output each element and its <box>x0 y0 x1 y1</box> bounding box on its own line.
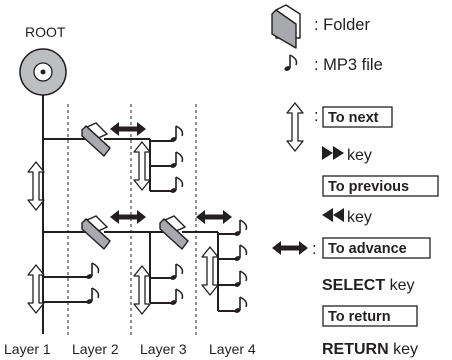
legend-music-note-icon <box>282 54 298 73</box>
to-advance-box <box>322 237 431 259</box>
music-note-icon <box>84 287 100 306</box>
double-vertical-arrow-icon <box>27 161 45 211</box>
to-previous-box <box>322 175 439 197</box>
legend-colon: : <box>314 107 319 125</box>
to-return-label: To return <box>328 309 391 325</box>
music-note-icon <box>168 176 184 195</box>
double-vertical-arrow-icon <box>133 141 151 191</box>
tree-lines <box>42 95 236 334</box>
return-key-text: RETURN key <box>322 341 418 358</box>
music-note-icon <box>232 244 248 263</box>
music-note-icon <box>232 270 248 289</box>
select-key-text: SELECT key <box>322 277 414 294</box>
layer-label: Layer 1 <box>4 341 51 357</box>
legend-folder-icon <box>271 4 301 49</box>
fast-forward-icon <box>322 146 344 160</box>
to-previous-label: To previous <box>328 179 409 195</box>
double-horizontal-arrow-icon <box>110 122 146 136</box>
music-note-icon <box>84 262 100 281</box>
rewind-icon <box>322 208 344 222</box>
layer-label: Layer 3 <box>140 341 187 357</box>
music-note-icon <box>168 288 184 307</box>
music-note-icon <box>168 263 184 282</box>
music-note-icon <box>232 219 248 238</box>
layer-separators <box>67 104 197 338</box>
music-note-icon <box>168 125 184 144</box>
next-key-text: key <box>347 147 372 164</box>
legend-double-vertical-arrow-icon <box>286 102 304 152</box>
double-horizontal-arrow-icon <box>110 210 146 224</box>
legend-colon: : <box>312 240 317 258</box>
music-note-icon <box>232 296 248 315</box>
layer-label: Layer 4 <box>209 341 256 357</box>
to-next-label: To next <box>328 110 379 126</box>
legend-double-horizontal-arrow-icon <box>272 241 308 255</box>
disc-icon <box>19 48 67 96</box>
double-vertical-arrow-icon <box>201 246 219 296</box>
legend-folder-text: : Folder <box>314 16 370 34</box>
double-horizontal-arrow-icon <box>196 210 232 224</box>
to-next-box <box>322 106 393 128</box>
double-vertical-arrow-icon <box>133 265 151 315</box>
layer-label: Layer 2 <box>72 341 119 357</box>
legend-mp3-text: : MP3 file <box>314 56 383 74</box>
previous-key-text: key <box>347 209 372 226</box>
double-vertical-arrow-icon <box>27 264 45 314</box>
to-return-box <box>322 305 418 327</box>
root-label: ROOT <box>25 24 66 40</box>
to-advance-label: To advance <box>328 241 407 257</box>
music-note-icon <box>168 151 184 170</box>
